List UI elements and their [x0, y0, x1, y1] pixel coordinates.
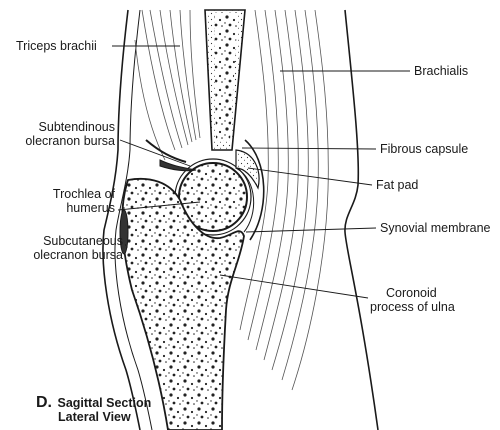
posterior-skin: [102, 9, 153, 430]
leader-lines: [112, 45, 410, 299]
label-subcutaneous-line1: Subcutaneous: [43, 234, 123, 248]
label-subcutaneous-line2: olecranon bursa: [33, 248, 123, 262]
label-brachialis: Brachialis: [414, 64, 469, 78]
subtendinous-bursa: [159, 159, 197, 172]
label-subcutaneous-bursa: Subcutaneous olecranon bursa: [10, 234, 123, 262]
subcutaneous-bursa: [119, 209, 129, 255]
fat-pad-shape: [235, 149, 260, 190]
ulna: [121, 178, 245, 430]
label-trochlea: Trochlea of humerus: [10, 187, 115, 215]
figure-caption: D. Sagittal Section Lateral View: [36, 394, 152, 425]
humerus-shaft: [204, 9, 246, 151]
brachialis-muscle: [239, 9, 329, 391]
label-subtendinous-line2: olecranon bursa: [25, 134, 115, 148]
label-coronoid-line1: Coronoid: [386, 286, 437, 300]
label-trochlea-line2: humerus: [66, 201, 115, 215]
triceps-muscle: [134, 9, 201, 161]
caption-letter: D.: [36, 394, 52, 411]
fibrous-capsule-line: [244, 139, 265, 241]
anterior-skin: [344, 9, 379, 430]
label-fibrous-capsule: Fibrous capsule: [380, 142, 469, 156]
label-coronoid-line2: process of ulna: [370, 300, 455, 314]
label-triceps-brachii: Triceps brachii: [16, 39, 97, 53]
caption-subtitle: Lateral View: [58, 410, 131, 424]
synovial-membrane-line: [235, 167, 255, 233]
label-synovial-membrane: Synovial membrane: [380, 221, 491, 235]
label-coronoid-process: Coronoid process of ulna: [370, 286, 455, 314]
label-trochlea-line1: Trochlea of: [52, 187, 115, 201]
label-subtendinous-bursa: Subtendinous olecranon bursa: [10, 120, 115, 148]
label-subtendinous-line1: Subtendinous: [38, 120, 115, 134]
caption-title: Sagittal Section: [57, 396, 152, 410]
label-fat-pad: Fat pad: [376, 178, 419, 192]
triceps-tendon: [145, 139, 187, 163]
